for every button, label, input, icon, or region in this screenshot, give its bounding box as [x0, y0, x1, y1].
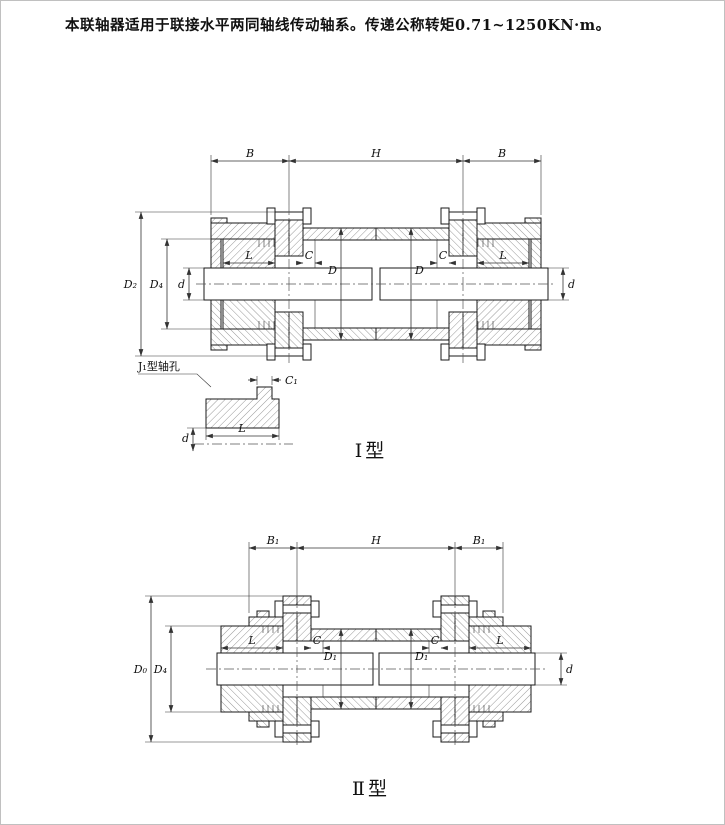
description-text: 本联轴器适用于联接水平两同轴线传动轴系。传递公称转矩0.71~1250KN·m。 — [65, 17, 611, 34]
dim-label-c-right-2: C — [431, 634, 440, 647]
dim-label-d1-right: D₁ — [414, 650, 428, 663]
type2-mirror-bottom-right — [375, 668, 536, 746]
type1-quadrant-geometry — [203, 205, 377, 284]
type2-caption: Ⅱ型 — [352, 778, 390, 800]
type1-mirror-right — [375, 204, 549, 285]
type2-dimensions: B₁ H B₁ D₀ D₄ d L C — [133, 534, 573, 743]
type2-quadrant-geometry — [216, 593, 377, 669]
type1-caption: Ⅰ型 — [355, 440, 388, 462]
dim-label-d1-left: D₁ — [323, 650, 337, 663]
dim-label-h: H — [370, 147, 381, 160]
dim-label-d-left: d — [178, 278, 185, 291]
dim-label-dd-left: D — [327, 264, 337, 277]
dim-label-l-left: L — [244, 249, 252, 262]
dim-label-d4: D₄ — [149, 278, 163, 291]
dim-label-d0: D₀ — [133, 663, 148, 676]
dim-label-d-right-2: d — [566, 663, 573, 676]
dim-label-l-right-2: L — [495, 634, 503, 647]
dim-label-h2: H — [370, 534, 381, 547]
dim-label-c-left-2: C — [313, 634, 322, 647]
dim-label-d-right: d — [568, 278, 575, 291]
type1-mirror-bottom — [203, 283, 377, 364]
type1-mirror-bottom-right — [375, 283, 549, 364]
dim-label-c-left: C — [305, 249, 314, 262]
dim-label-d2: D₂ — [123, 278, 137, 291]
dim-label-b1-right: B₁ — [472, 534, 486, 547]
type2-drawing: B₁ H B₁ D₀ D₄ d L C — [133, 534, 573, 800]
dim-label-detail-d: d — [182, 432, 189, 445]
dim-label-b-left: B — [245, 147, 254, 160]
dim-label-b1-left: B₁ — [266, 534, 280, 547]
type2-mirror-right — [375, 592, 536, 670]
dim-label-c1: C₁ — [285, 374, 298, 387]
type2-mirror-bottom — [216, 668, 377, 746]
dim-label-b-right: B — [497, 147, 506, 160]
type1-dimensions: B H B D₂ D₄ d d L — [123, 147, 575, 357]
dim-label-dd-right: D — [414, 264, 424, 277]
dim-label-l-right: L — [498, 249, 506, 262]
type1-drawing: B H B D₂ D₄ d d L — [123, 147, 575, 462]
dim-label-l-left-2: L — [247, 634, 255, 647]
type1-bore-detail: J₁型轴孔 C₁ d L — [137, 359, 298, 452]
detail-title: J₁型轴孔 — [137, 359, 180, 373]
dim-label-d4-2: D₄ — [153, 663, 167, 676]
dim-label-c-right: C — [439, 249, 448, 262]
dim-label-detail-l: L — [237, 422, 245, 435]
